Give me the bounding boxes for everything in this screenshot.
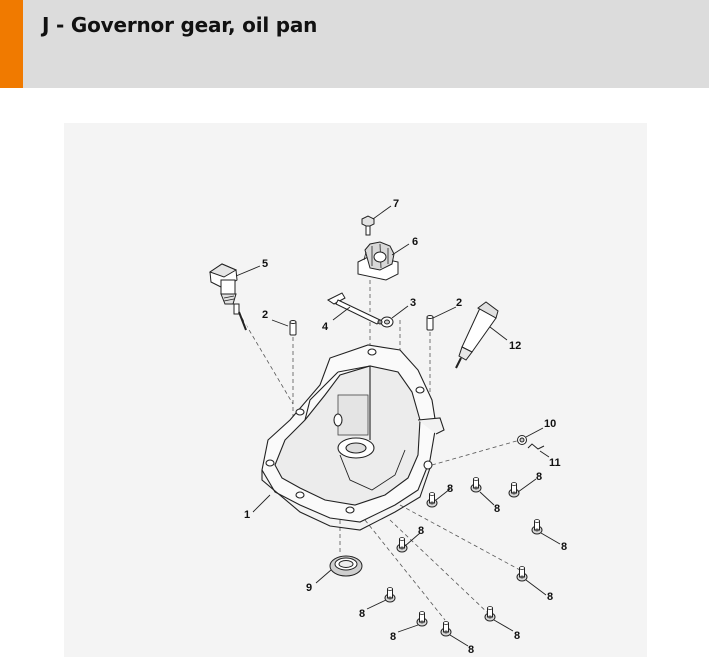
governor-gear-part (357, 241, 399, 281)
clip-part (527, 443, 545, 450)
page-header: J - Governor gear, oil pan (0, 0, 709, 88)
sealant-tube-part (455, 301, 499, 369)
callout-8: 8 (468, 644, 474, 656)
bolt-part (508, 482, 520, 498)
oil-seal-part (329, 555, 363, 577)
callout-12: 12 (509, 340, 521, 352)
leader-lines (235, 205, 561, 647)
washer-part (380, 316, 394, 328)
bolt-part (531, 519, 543, 535)
bolt-part (384, 587, 396, 603)
callout-3: 3 (410, 297, 416, 309)
callout-2-left: 2 (262, 309, 268, 321)
bolt-part (470, 477, 482, 493)
callout-8: 8 (390, 631, 396, 643)
callout-5: 5 (262, 258, 268, 270)
bolt-part (484, 606, 496, 622)
callout-9: 9 (306, 582, 312, 594)
bolt-part (416, 611, 428, 627)
header-accent-bar (0, 0, 23, 88)
callout-11: 11 (549, 457, 561, 469)
callout-8: 8 (447, 483, 453, 495)
oil-pan-part (261, 344, 445, 531)
page-title: J - Governor gear, oil pan (42, 13, 318, 37)
callout-8: 8 (494, 503, 500, 515)
bolt-part (516, 566, 528, 582)
callout-10: 10 (544, 418, 556, 430)
callout-7: 7 (393, 198, 399, 210)
callout-1: 1 (244, 509, 250, 521)
bolt-part (396, 537, 408, 553)
callout-8: 8 (547, 591, 553, 603)
dowel-pin-right-part (426, 315, 434, 331)
collar-part (517, 435, 527, 445)
callout-8: 8 (536, 471, 542, 483)
callout-labels: 1 2 2 3 4 5 6 7 9 10 11 12 8 8 8 8 8 8 8… (244, 198, 567, 656)
callout-8: 8 (561, 541, 567, 553)
bolts-group (384, 477, 543, 637)
callout-8: 8 (418, 525, 424, 537)
screw-part (361, 215, 375, 236)
dowel-pin-left-part (289, 320, 297, 336)
callout-2-right: 2 (456, 297, 462, 309)
callout-8: 8 (514, 630, 520, 642)
callout-4: 4 (322, 321, 329, 333)
callout-6: 6 (412, 236, 418, 248)
bolt-part (426, 492, 438, 508)
governor-shaft-part (327, 292, 383, 325)
callout-8: 8 (359, 608, 365, 620)
bolt-part (440, 621, 452, 637)
oil-fill-plug-part (208, 263, 249, 331)
